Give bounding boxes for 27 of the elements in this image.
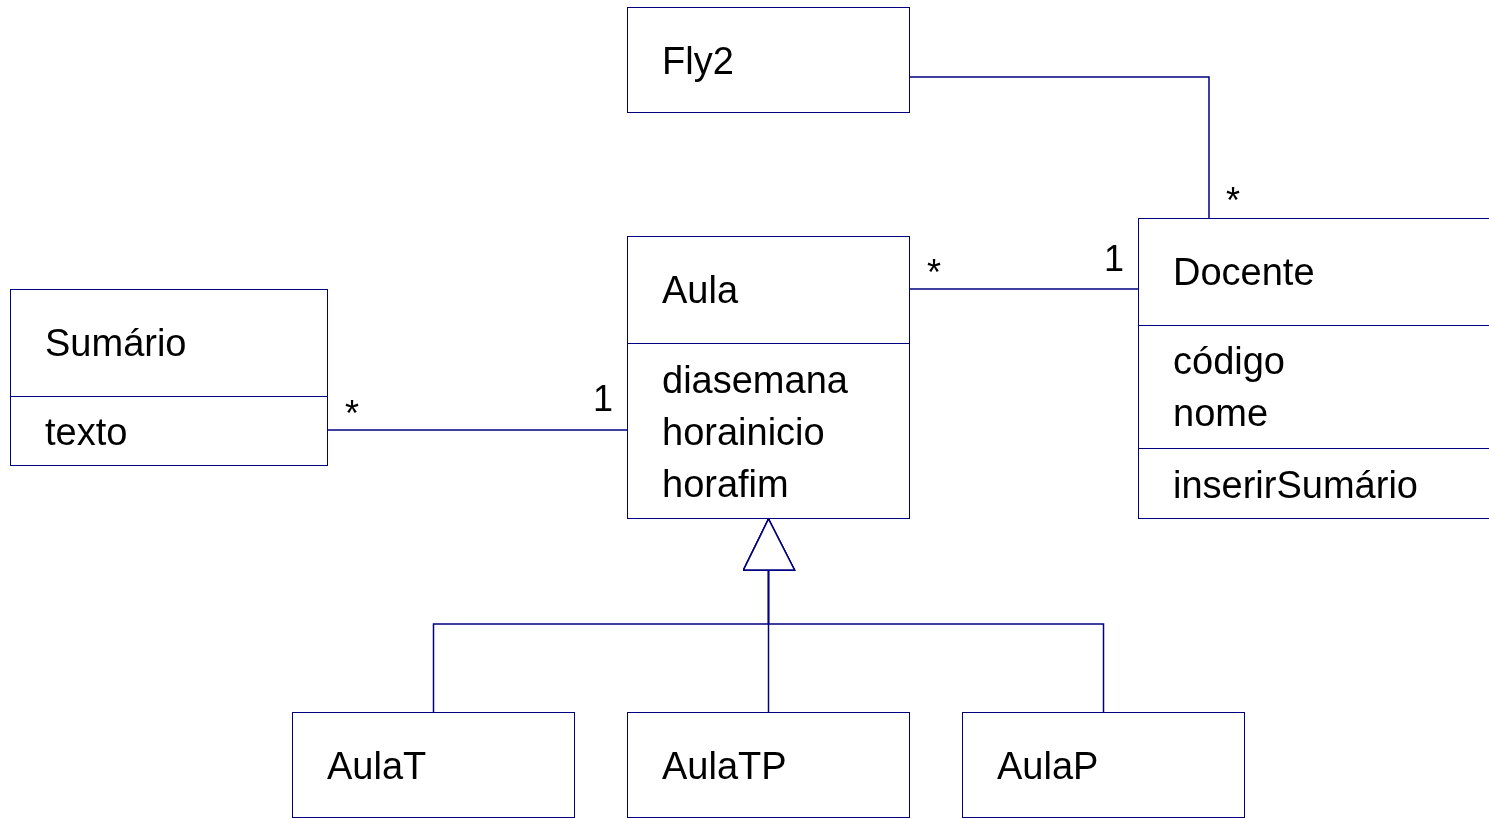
class-name: Aula xyxy=(662,268,739,313)
association-line xyxy=(909,76,1210,219)
class-name: Sumário xyxy=(45,321,187,366)
class-box xyxy=(962,712,1245,818)
multiplicity-label: * xyxy=(927,255,941,291)
class-name: Fly2 xyxy=(662,39,734,84)
association-line xyxy=(327,429,628,431)
class-box xyxy=(627,236,910,519)
attribute-list: texto xyxy=(45,406,128,458)
multiplicity-label: * xyxy=(345,396,359,432)
association-line xyxy=(909,288,1139,290)
class-name: Docente xyxy=(1173,250,1315,295)
multiplicity-label: * xyxy=(1226,183,1240,219)
multiplicity-label: 1 xyxy=(593,381,614,417)
operation-list: inserirSumário xyxy=(1173,458,1418,511)
class-name: AulaTP xyxy=(662,744,787,789)
class-name: AulaP xyxy=(997,744,1099,789)
attribute-list: código nome xyxy=(1173,335,1285,439)
attribute-list: diasemana horainicio horafim xyxy=(662,354,848,510)
class-box xyxy=(627,712,910,818)
class-box xyxy=(627,7,910,113)
generalization-arrow xyxy=(742,518,1105,713)
class-box xyxy=(292,712,575,818)
multiplicity-label: 1 xyxy=(1104,241,1125,277)
class-name: AulaT xyxy=(327,744,427,789)
class-box xyxy=(10,289,328,466)
class-box xyxy=(1138,218,1489,519)
